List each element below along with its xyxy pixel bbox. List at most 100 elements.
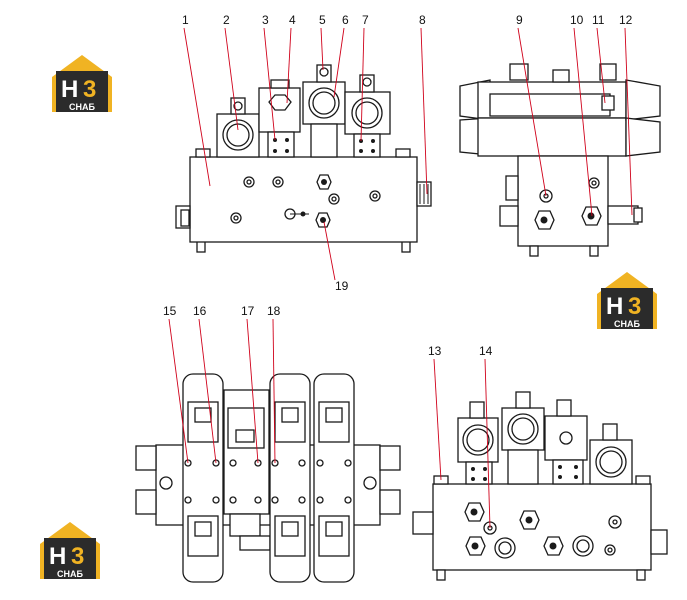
foot	[529, 245, 539, 257]
plug-center	[320, 217, 326, 223]
side-fitting	[135, 445, 157, 471]
coil-connector	[602, 423, 618, 441]
top-connector	[552, 69, 570, 83]
coil-ring-inner	[226, 123, 250, 147]
callout-number-6: 6	[342, 13, 349, 27]
callout-number-7: 7	[362, 13, 369, 27]
leader-line-16	[198, 318, 217, 464]
port	[316, 496, 324, 504]
logo-digit-3: 3	[71, 543, 84, 570]
plug-center	[549, 542, 557, 550]
bolt	[359, 149, 363, 153]
port-inner	[612, 519, 618, 525]
logo-letter-h: H	[61, 76, 78, 103]
valve-base	[353, 133, 381, 158]
leader-line-15	[168, 318, 189, 464]
valve-base	[552, 459, 584, 485]
leader-line-6	[333, 27, 345, 98]
callout-number-10: 10	[570, 13, 584, 27]
connector	[194, 521, 212, 537]
bolt	[471, 467, 475, 471]
port	[344, 459, 352, 467]
connector	[281, 407, 299, 423]
leader-line-4	[286, 27, 292, 104]
port	[184, 496, 192, 504]
valve-stem	[310, 123, 338, 158]
side-screw	[601, 95, 615, 111]
side-block-body	[517, 155, 609, 247]
leader-line-13	[433, 358, 442, 481]
connector	[281, 521, 299, 537]
module-window	[227, 407, 265, 449]
callout-number-2: 2	[223, 13, 230, 27]
bolt	[574, 475, 578, 479]
plug-center	[525, 516, 533, 524]
coil-end-right-upper	[625, 79, 661, 121]
coil-connector	[515, 391, 531, 409]
port	[229, 459, 237, 467]
callout-number-4: 4	[289, 13, 296, 27]
callout-number-15: 15	[163, 304, 177, 318]
bolt	[371, 149, 375, 153]
logo-band	[56, 101, 108, 112]
bottom-fitting	[229, 513, 261, 537]
hex-nut	[268, 94, 292, 111]
valve-cap	[556, 399, 572, 417]
logo-letter-h: H	[606, 293, 623, 320]
connector-screw	[233, 101, 243, 111]
side-fitting-nut	[180, 209, 190, 227]
end-port	[159, 476, 173, 490]
port	[344, 496, 352, 504]
leader-line-17	[246, 318, 259, 464]
port	[298, 496, 306, 504]
leader-line-9	[517, 27, 547, 197]
side-fitting	[379, 445, 401, 471]
connector-screw	[319, 67, 329, 77]
coil-connector	[469, 401, 485, 419]
leader-line-2	[224, 27, 239, 131]
connector	[325, 407, 343, 423]
callout-number-19: 19	[335, 279, 349, 293]
valve-block-body	[189, 156, 418, 243]
valve-base	[267, 131, 295, 158]
coil-ring-inner	[355, 101, 379, 125]
coil-stack-lower	[477, 117, 627, 157]
cartridge-port	[559, 431, 573, 445]
port-inner	[233, 215, 239, 221]
bolt	[483, 467, 487, 471]
leader-line-10	[573, 27, 593, 217]
callout-number-9: 9	[516, 13, 523, 27]
logo-digit-3: 3	[83, 76, 96, 103]
block-tab	[395, 148, 411, 158]
plug-center	[321, 179, 327, 185]
large-port-inner	[576, 539, 590, 553]
callout-number-18: 18	[267, 304, 281, 318]
callout-number-13: 13	[428, 344, 442, 358]
bolt	[273, 149, 277, 153]
foot	[636, 569, 646, 581]
large-port-inner	[498, 541, 512, 555]
foot	[436, 569, 446, 581]
coil-ring-inner	[466, 428, 490, 452]
center-housing	[489, 93, 611, 117]
leader-line-12	[624, 27, 633, 216]
port-inner	[246, 179, 252, 185]
callout-number-16: 16	[193, 304, 207, 318]
logo-body	[601, 288, 653, 320]
logo-digit-3: 3	[628, 293, 641, 320]
bolt	[558, 475, 562, 479]
leader-line-14	[484, 358, 491, 529]
bolt	[371, 139, 375, 143]
connector-screw	[362, 77, 372, 87]
bolt	[471, 477, 475, 481]
logo-h3-snab-middle-right: H 3 СНАБ	[597, 272, 657, 329]
front-view	[175, 64, 432, 253]
port	[229, 496, 237, 504]
leader-line-5	[320, 27, 324, 71]
logo-word: СНАБ	[57, 569, 83, 579]
foot	[589, 245, 599, 257]
callout-number-11: 11	[592, 13, 605, 27]
leader-line-7	[360, 27, 365, 142]
end-port	[363, 476, 377, 490]
